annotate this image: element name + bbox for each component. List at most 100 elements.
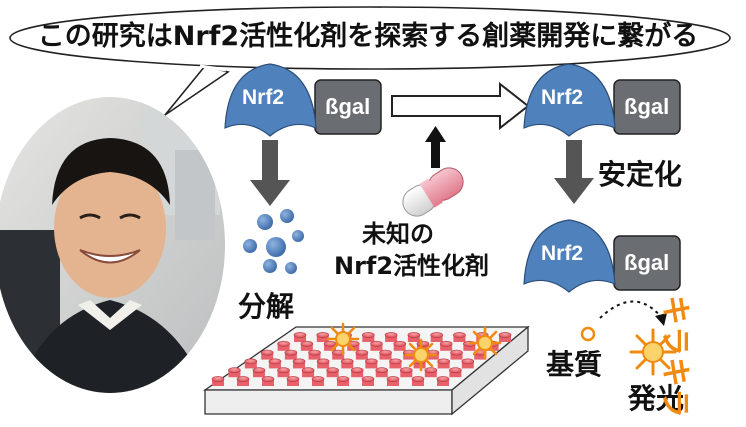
well	[287, 379, 299, 386]
well-top	[430, 332, 443, 338]
well	[463, 343, 476, 351]
complex-left	[224, 63, 382, 137]
well	[228, 370, 241, 378]
bgal-label-left: ßgal	[325, 94, 371, 119]
well-top	[362, 332, 375, 338]
reaction-dotted-arrow	[599, 300, 667, 326]
well	[341, 361, 354, 369]
well	[312, 379, 324, 386]
degradation-label: 分解	[238, 290, 295, 323]
bgal-box-left	[314, 79, 382, 135]
well	[437, 379, 449, 386]
well-top	[375, 367, 389, 374]
well-top	[252, 367, 266, 374]
well-top	[389, 358, 402, 365]
well-top	[323, 340, 337, 347]
well	[261, 352, 274, 360]
well-top	[439, 340, 453, 347]
well	[486, 343, 499, 351]
sparkle-label: キラキラ	[657, 295, 692, 419]
well-top	[386, 376, 400, 382]
well-top	[416, 340, 430, 347]
well	[300, 343, 313, 351]
nrf2-label-left: Nrf2	[242, 86, 285, 109]
stabilization-label: 安定化	[598, 158, 683, 191]
well	[294, 335, 306, 342]
bgal-box-right-top	[613, 79, 681, 135]
well	[355, 352, 368, 360]
well	[453, 335, 466, 342]
well	[440, 343, 453, 351]
well	[400, 370, 413, 378]
nrf2-shape-right-top	[523, 63, 616, 137]
well-top	[326, 367, 339, 374]
well	[252, 370, 265, 378]
well	[337, 379, 349, 386]
well	[316, 335, 329, 342]
plate-burst-3	[468, 326, 502, 360]
well	[379, 352, 392, 360]
well	[413, 361, 426, 369]
well	[317, 361, 330, 369]
well	[293, 361, 306, 369]
up-arrow	[425, 126, 446, 168]
well	[284, 352, 297, 360]
well-top	[424, 367, 438, 374]
well	[351, 370, 364, 378]
well-top	[379, 349, 392, 356]
well	[474, 352, 487, 360]
well	[347, 343, 360, 351]
well	[365, 361, 378, 369]
well-top	[284, 349, 298, 356]
well	[385, 335, 398, 342]
well-top	[449, 367, 462, 374]
well-top	[436, 376, 450, 382]
well-top	[340, 358, 354, 365]
well-top	[370, 340, 383, 347]
well-plate	[202, 325, 530, 416]
speech-bubble-text: この研究はNrf2活性化剤を探索する創薬開発に繋がる	[37, 21, 699, 52]
well-top	[498, 332, 512, 338]
well-top	[437, 358, 450, 365]
well	[407, 335, 420, 342]
well	[375, 370, 388, 378]
well	[302, 370, 315, 378]
well	[362, 335, 375, 342]
well-top	[461, 358, 475, 365]
well	[262, 379, 274, 386]
well-top	[211, 376, 225, 382]
well	[389, 361, 402, 369]
well-top	[228, 367, 241, 374]
plate-burst-1	[326, 322, 360, 356]
well	[430, 335, 443, 342]
well-top	[293, 332, 307, 338]
luminescence-label: 発光	[628, 382, 685, 415]
well	[393, 343, 406, 351]
well	[212, 379, 224, 386]
well-top	[316, 358, 330, 365]
well	[308, 352, 321, 360]
nrf2-shape-left	[224, 63, 317, 137]
complex-right-bottom	[523, 219, 681, 293]
well-top	[300, 340, 314, 347]
well-top	[411, 376, 425, 382]
well-top	[407, 332, 421, 338]
well-top	[311, 376, 325, 382]
well-top	[350, 367, 364, 374]
well	[244, 361, 257, 369]
stabilization-arrow	[391, 81, 530, 131]
well-top	[277, 367, 290, 374]
well-top	[292, 358, 306, 365]
well	[362, 379, 374, 386]
stabilized-arrow	[554, 140, 594, 204]
speech-bubble	[9, 6, 731, 116]
well	[277, 343, 290, 351]
well-top	[355, 349, 369, 356]
well-top	[384, 332, 398, 338]
well	[450, 352, 463, 360]
well-top	[244, 358, 258, 365]
well	[412, 379, 424, 386]
burst-icon	[629, 328, 677, 376]
complex-right-top	[523, 63, 681, 137]
